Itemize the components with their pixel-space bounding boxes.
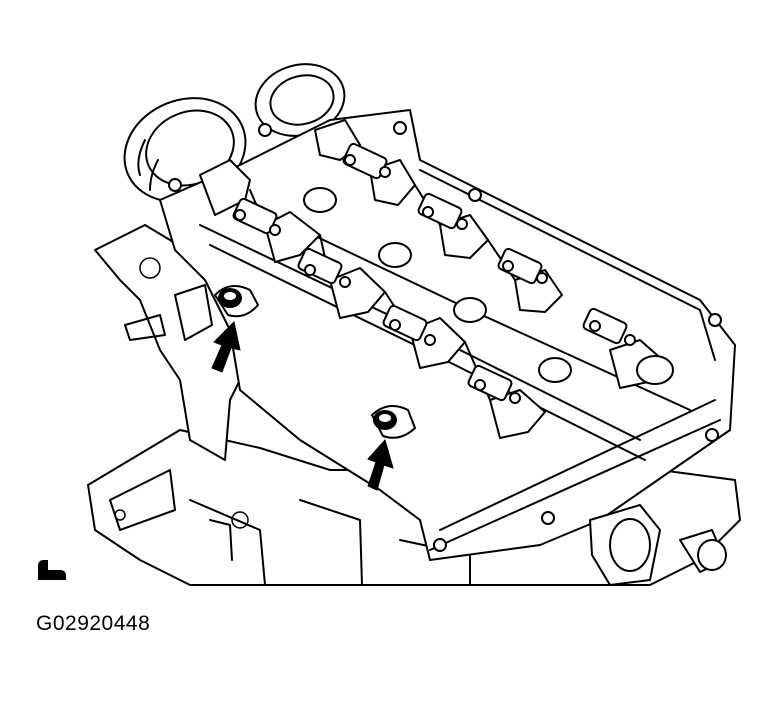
spark-plug-wells bbox=[303, 187, 572, 383]
flange-bolts bbox=[168, 121, 722, 552]
arrow-left-valve-lifter bbox=[211, 320, 241, 373]
right-side-housing bbox=[589, 504, 727, 586]
intake-camshaft bbox=[199, 159, 674, 439]
figure-code: G02920448 bbox=[36, 612, 151, 635]
hand-tool-icon bbox=[38, 560, 66, 580]
camshaft-bearing-caps bbox=[232, 142, 636, 404]
valve-lifter-left bbox=[214, 285, 259, 318]
valve-lifter-right bbox=[371, 405, 416, 439]
arrow-right-valve-lifter bbox=[367, 438, 394, 491]
